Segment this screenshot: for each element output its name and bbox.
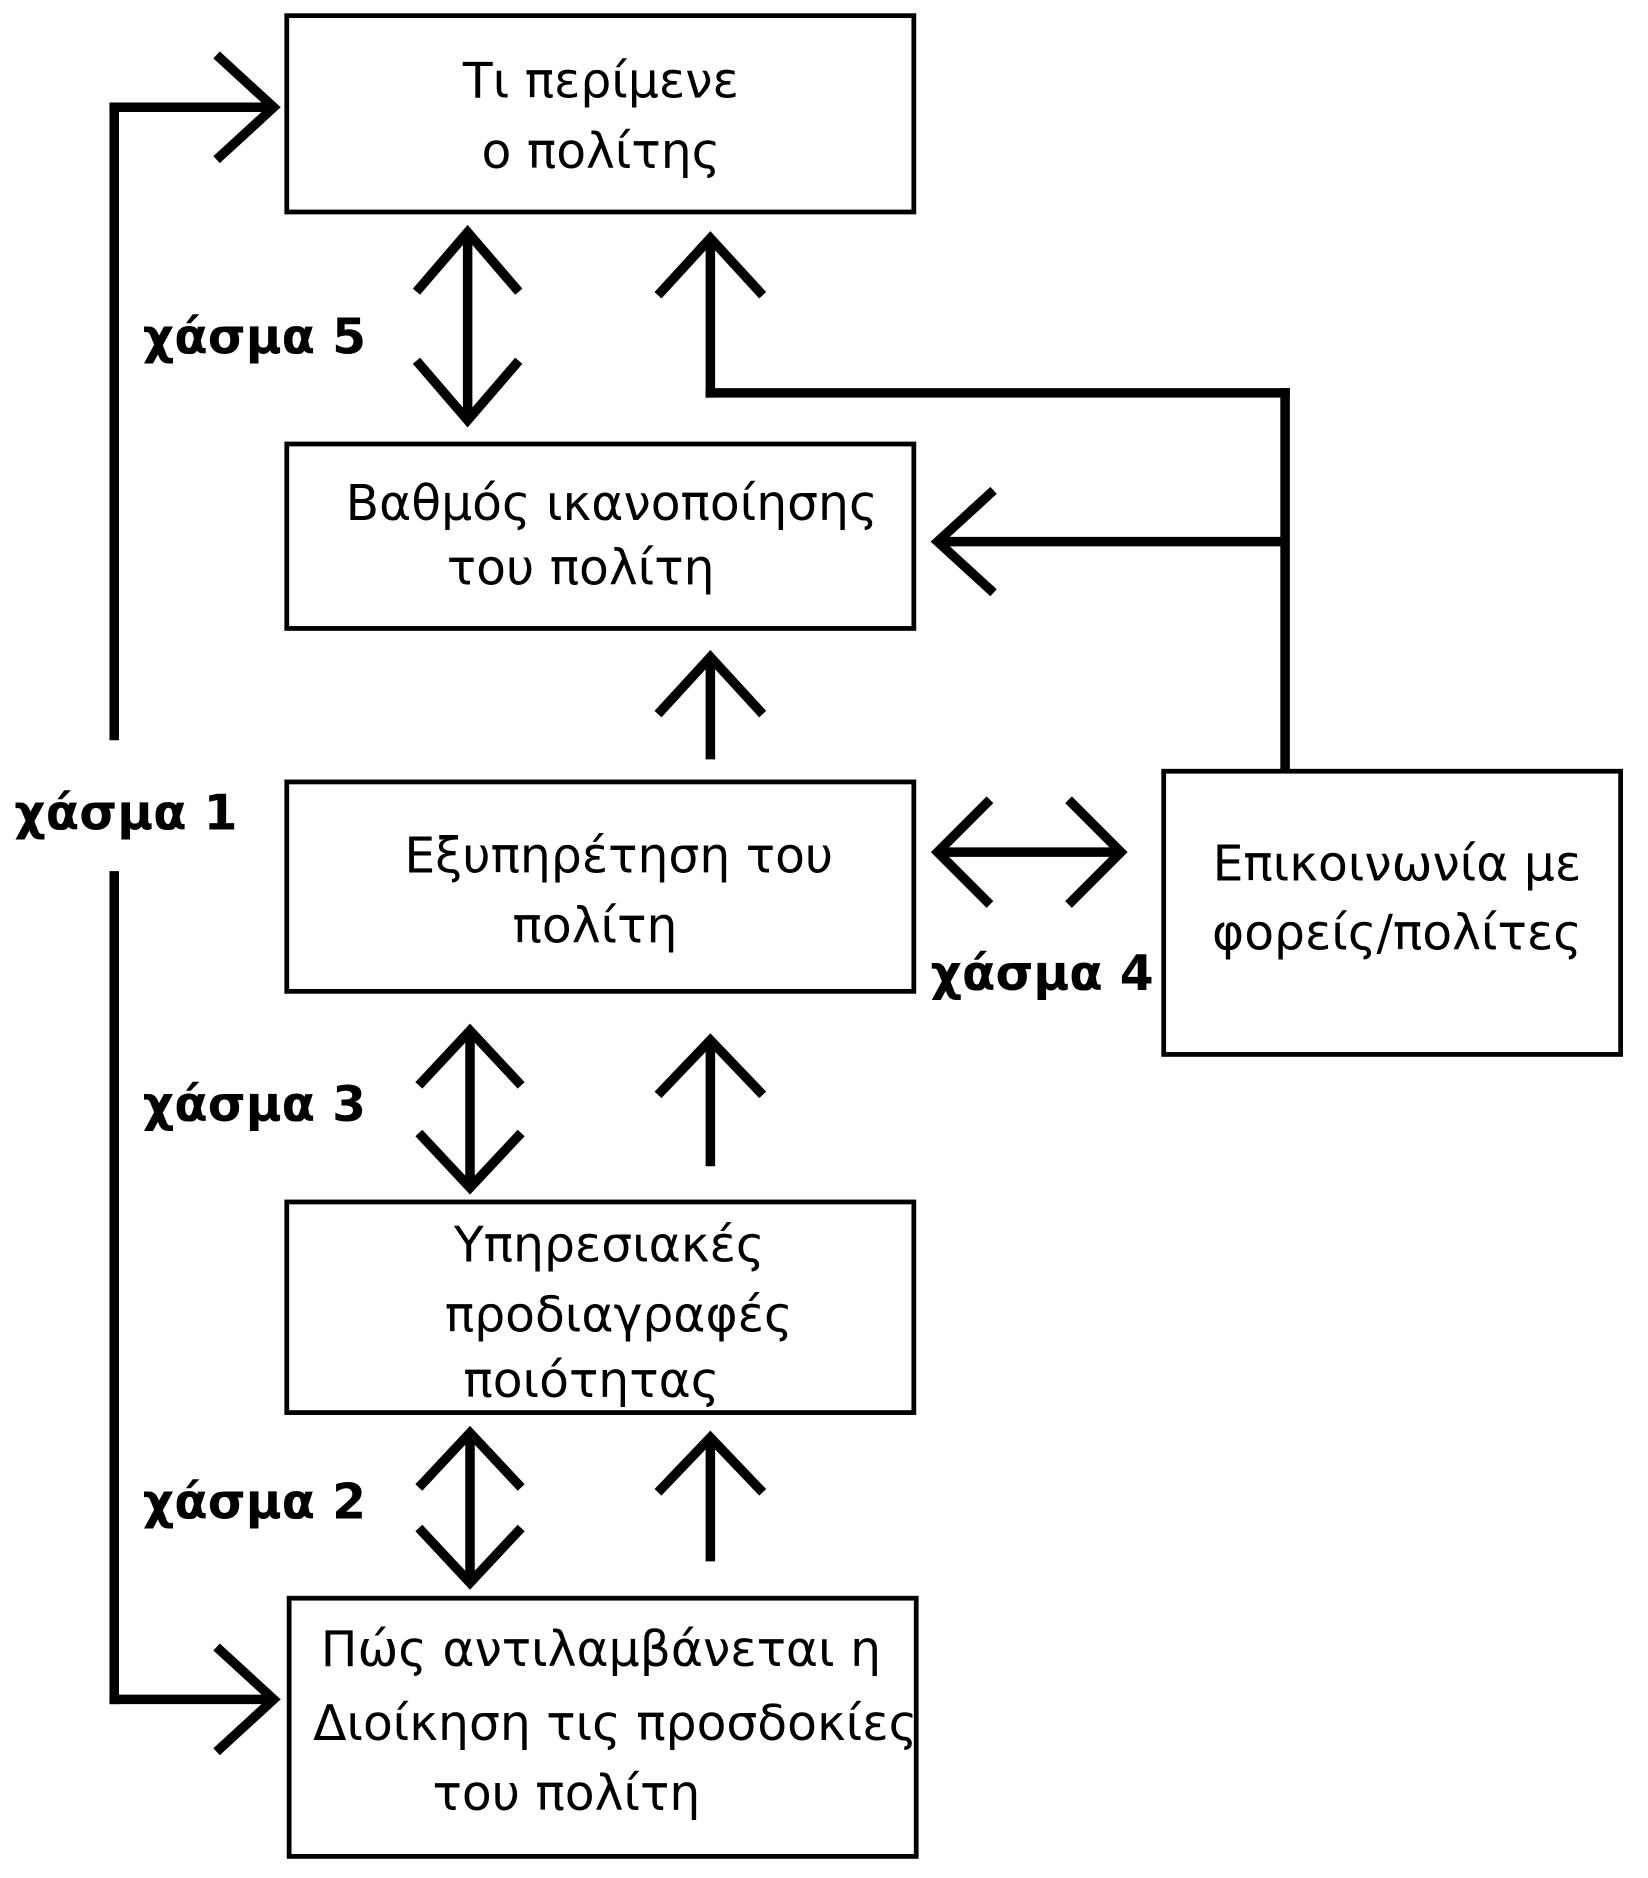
box-perception-line-1: Πώς αντιλαμβάνεται η: [321, 1621, 881, 1678]
box-perception: Πώς αντιλαμβάνεται η Διοίκηση τις προσδο…: [286, 1595, 919, 1859]
arrowhead-left-icon: [930, 796, 994, 908]
arrowhead-down-icon: [412, 357, 523, 428]
arrowhead-up-icon: [654, 1033, 767, 1099]
arrowhead-up-icon: [415, 1425, 525, 1491]
box-satisfaction-frame: [284, 441, 917, 631]
gap-label-2: χάσμα 2: [143, 1473, 366, 1530]
box-specifications-line-1: Υπηρεσιακές: [453, 1216, 765, 1273]
arrowhead-right-icon: [1065, 796, 1128, 908]
gap5-double-arrow: [412, 224, 523, 428]
gap1-connector: [109, 51, 281, 1756]
gap3-double-arrow: [415, 1023, 525, 1195]
gap-label-1: χάσμα 1: [14, 785, 237, 842]
arrowhead-right-icon: [213, 51, 281, 164]
arrowhead-up-icon: [415, 1023, 525, 1089]
box-specifications-line-3: ποιότητας: [463, 1352, 719, 1409]
arrowhead-down-icon: [415, 1129, 525, 1195]
gap-label-5: χάσμα 5: [143, 309, 366, 366]
box-service-line-1: Εξυπηρέτηση του: [404, 827, 833, 884]
gap-label-3: χάσμα 3: [143, 1076, 366, 1133]
specifications-to-service-arrow: [654, 1033, 767, 1167]
box-specifications: Υπηρεσιακές προδιαγραφές ποιότητας: [284, 1199, 917, 1415]
gap4-double-arrow: [930, 796, 1128, 908]
box-communication: Επικοινωνία με φορείς/πολίτες: [1161, 768, 1624, 1057]
gap-label-4: χάσμα 4: [930, 945, 1153, 1002]
perception-to-specifications-arrow: [654, 1430, 767, 1562]
box-service: Εξυπηρέτηση του πολίτη: [284, 779, 917, 994]
box-specifications-frame: [284, 1199, 917, 1415]
gap2-double-arrow: [415, 1425, 525, 1590]
arrowhead-down-icon: [415, 1524, 525, 1590]
communication-feedback-connector: [654, 231, 1290, 772]
box-satisfaction: Βαθμός ικανοποίησης του πολίτη: [284, 441, 917, 631]
box-communication-line-2: φορείς/πολίτες: [1212, 905, 1582, 962]
box-service-frame: [284, 779, 917, 994]
arrowhead-up-icon: [654, 231, 767, 299]
box-satisfaction-line-2: του πολίτη: [447, 539, 715, 596]
arrowhead-up-icon: [654, 1430, 767, 1496]
box-expectations: Τι περίμενε ο πολίτης: [284, 13, 917, 215]
box-communication-frame: [1161, 768, 1624, 1057]
box-specifications-line-2: προδιαγραφές: [445, 1287, 793, 1344]
box-service-line-2: πολίτη: [513, 898, 678, 955]
arrowhead-up-icon: [412, 224, 523, 295]
box-perception-line-2: Διοίκηση τις προσδοκίες: [313, 1695, 917, 1752]
service-to-satisfaction-arrow: [654, 649, 767, 760]
box-expectations-line-1: Τι περίμενε: [462, 53, 739, 110]
box-satisfaction-line-1: Βαθμός ικανοποίησης: [346, 475, 878, 532]
arrowhead-up-icon: [654, 649, 767, 718]
box-expectations-line-2: ο πολίτης: [482, 123, 721, 180]
box-communication-line-1: Επικοινωνία με: [1213, 836, 1582, 893]
arrowhead-right-icon: [213, 1643, 281, 1756]
box-perception-frame: [286, 1595, 919, 1859]
box-perception-line-3: του πολίτη: [433, 1765, 701, 1822]
box-expectations-frame: [284, 13, 917, 215]
arrowhead-left-icon: [930, 486, 997, 597]
